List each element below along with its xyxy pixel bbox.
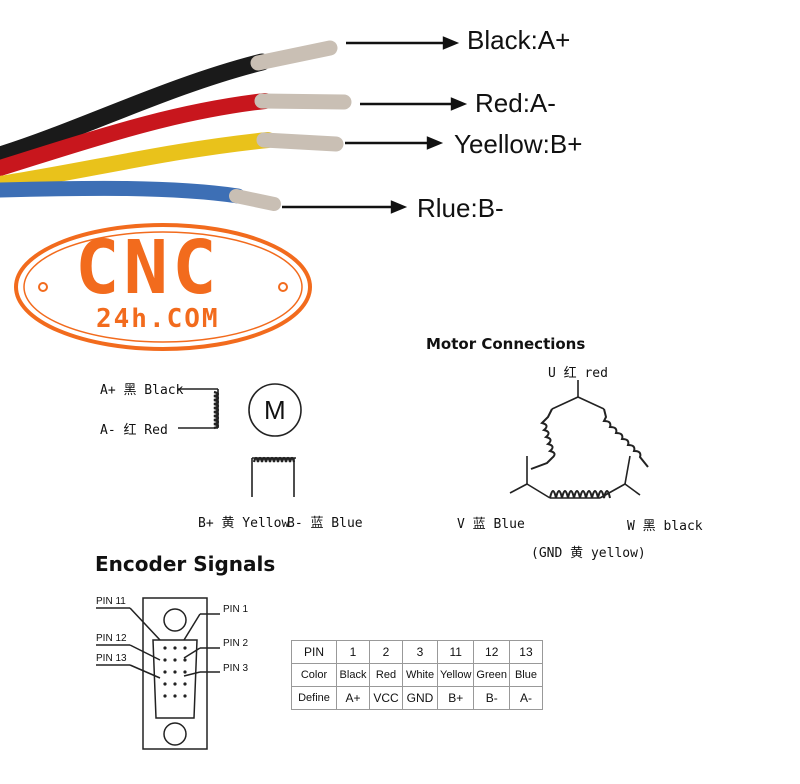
motor-connections-title: Motor Connections [426, 335, 586, 353]
pin1-label: PIN 1 [223, 604, 249, 615]
yellow-wire-strands [256, 132, 344, 152]
pin2-label: PIN 2 [223, 638, 249, 649]
pin12-label: PIN 12 [96, 633, 127, 644]
pin11-label: PIN 11 [96, 596, 126, 607]
table-cell: 11 [436, 640, 475, 664]
table-cell: Green [473, 663, 510, 687]
logo-sub-text: 24h.COM [96, 304, 220, 334]
u-phase-label: U 红 red [548, 366, 608, 381]
blue-wire-label: Rlue:B- [417, 193, 504, 223]
b-plus-label: B+ 黄 Yellow [198, 516, 290, 531]
table-cell: White [402, 663, 438, 687]
table-cell: Black [336, 663, 370, 687]
table-cell: Define [291, 686, 337, 710]
blue-wire [0, 180, 246, 204]
red-wire-label: Red:A- [475, 88, 556, 118]
table-cell: GND [402, 686, 438, 710]
w-phase-label: W 黑 black [627, 519, 703, 534]
yellow-wire-label: Yeellow:B+ [454, 129, 583, 159]
table-cell: PIN [291, 640, 337, 664]
a-plus-label: A+ 黑 Black [100, 383, 184, 398]
table-cell: Yellow [436, 663, 475, 687]
motor-symbol: M [264, 395, 286, 425]
gnd-label: (GND 黄 yellow) [531, 546, 646, 561]
table-cell: Color [291, 663, 337, 687]
black-wire-label: Black:A+ [467, 25, 571, 55]
a-minus-label: A- 红 Red [100, 423, 168, 438]
table-cell: 3 [402, 640, 438, 664]
signal-table: PIN 1 2 3 11 12 13 Color Black Red White… [291, 640, 543, 710]
table-cell: A+ [336, 686, 370, 710]
table-cell: 12 [473, 640, 510, 664]
table-cell: 13 [508, 640, 543, 664]
black-wire-strands [250, 40, 338, 71]
blue-wire-strands [229, 189, 281, 211]
table-row: Define A+ VCC GND B+ B- A- [291, 686, 543, 710]
table-cell: 2 [369, 640, 403, 664]
table-row: Color Black Red White Yellow Green Blue [291, 663, 543, 687]
red-wire-strands [254, 93, 352, 110]
yellow-wire [0, 132, 276, 192]
red-wire [0, 93, 273, 176]
table-row: PIN 1 2 3 11 12 13 [291, 640, 543, 664]
pin3-label: PIN 3 [223, 663, 249, 674]
table-cell: B- [473, 686, 510, 710]
black-wire [0, 53, 271, 164]
wires-photo [0, 36, 468, 214]
v-phase-label: V 蓝 Blue [457, 517, 525, 532]
table-cell: B+ [436, 686, 475, 710]
table-cell: A- [508, 686, 543, 710]
table-cell: Red [369, 663, 403, 687]
b-minus-label: B- 蓝 Blue [287, 516, 363, 531]
logo-cnc-text: CNC [75, 225, 221, 311]
pin13-label: PIN 13 [96, 653, 127, 664]
table-cell: Blue [508, 663, 543, 687]
table-cell: VCC [369, 686, 403, 710]
table-cell: 1 [336, 640, 370, 664]
encoder-signals-title: Encoder Signals [95, 552, 276, 576]
